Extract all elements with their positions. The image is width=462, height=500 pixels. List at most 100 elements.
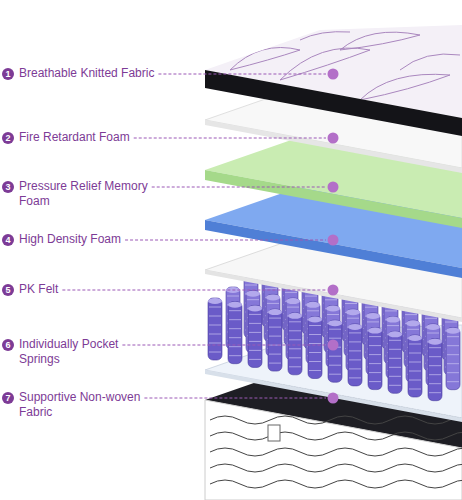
spring-coil [327, 314, 339, 315]
spring-coil [389, 358, 401, 359]
spring-coil [349, 341, 361, 342]
leader-dot [328, 235, 339, 246]
spring-coil [389, 349, 401, 350]
leader-line [152, 187, 326, 188]
spring-cap [306, 302, 320, 308]
leader-line [134, 138, 326, 139]
spring-coil [245, 285, 257, 286]
spring-coil [447, 372, 459, 373]
spring-coil [309, 352, 321, 353]
spring-cap [286, 298, 300, 304]
spring-coil [227, 296, 239, 297]
spring-coil [369, 363, 381, 364]
spring [248, 305, 262, 367]
spring-coil [369, 381, 381, 382]
spring-coil [287, 307, 299, 308]
spring-coil [229, 337, 241, 338]
tag [268, 425, 280, 441]
spring-coil [427, 333, 439, 334]
leader-line [122, 345, 326, 346]
spring-coil [265, 288, 277, 289]
spring [228, 302, 242, 364]
spring [328, 320, 342, 382]
part-name: Breathable Knitted Fabric [19, 66, 161, 81]
spring-cap [366, 313, 380, 319]
spring-coil [447, 336, 459, 337]
spring-cap [268, 309, 282, 315]
spring-coil [269, 363, 281, 364]
spring-coil [447, 345, 459, 346]
spring-coil [249, 341, 261, 342]
spring-coil [309, 361, 321, 362]
spring-coil [385, 310, 397, 311]
spring-coil [387, 325, 399, 326]
spring-coil [305, 296, 317, 297]
spring-coil [349, 332, 361, 333]
spring-coil [229, 328, 241, 329]
base-waves [210, 416, 462, 488]
spring [268, 309, 282, 371]
part-name: Supportive Non-woven Fabric [19, 390, 161, 420]
spring-coil [209, 334, 221, 335]
spring-coil [229, 355, 241, 356]
spring-coil [347, 318, 359, 319]
spring-coil [209, 325, 221, 326]
spring-cap [426, 324, 440, 330]
spring-coil [289, 321, 301, 322]
spring-coil [247, 299, 259, 300]
spring-coil [429, 392, 441, 393]
spring-cap [288, 313, 302, 319]
callout-number: 1 [2, 68, 14, 80]
spring-coil [329, 338, 341, 339]
spring-coil [329, 365, 341, 366]
spring-coil [349, 377, 361, 378]
spring-coil [409, 371, 421, 372]
spring-cap [248, 305, 262, 311]
spring [408, 335, 422, 397]
spring-cap [428, 339, 442, 345]
spring-coil [429, 383, 441, 384]
spring-coil [249, 332, 261, 333]
spring-coil [405, 314, 417, 315]
spring-coil [349, 368, 361, 369]
spring-coil [249, 314, 261, 315]
spring-cap [326, 306, 340, 312]
spring-coil [269, 354, 281, 355]
memory-foam-edge [205, 170, 462, 228]
spring-coil [367, 321, 379, 322]
spring-cap [246, 291, 260, 297]
spring-coil [307, 310, 319, 311]
spring [446, 328, 460, 390]
spring-coil [289, 366, 301, 367]
spring-cap [266, 294, 280, 300]
spring-cap [388, 331, 402, 337]
leader-dot [328, 182, 339, 193]
spring-coil [309, 325, 321, 326]
spring-coil [369, 345, 381, 346]
spring [288, 313, 302, 375]
spring-coil [365, 307, 377, 308]
spring-cap [406, 320, 420, 326]
spring-coil [407, 329, 419, 330]
spring-coil [229, 346, 241, 347]
spring-coil [209, 343, 221, 344]
spring-coil [325, 299, 337, 300]
spring-coil [409, 380, 421, 381]
leader-dot [328, 340, 339, 351]
callout-number: 7 [2, 392, 14, 404]
leader-line [144, 398, 326, 399]
spring-coil [369, 354, 381, 355]
spring-coil [209, 352, 221, 353]
spring-coil [329, 356, 341, 357]
spring-coil [309, 370, 321, 371]
spring-coil [447, 354, 459, 355]
callout-number: 5 [2, 284, 14, 296]
spring-coil [289, 348, 301, 349]
spring-coil [429, 365, 441, 366]
spring-coil [429, 347, 441, 348]
spring-coil [349, 359, 361, 360]
spring-coil [229, 310, 241, 311]
spring-coil [229, 319, 241, 320]
spring-coil [269, 318, 281, 319]
spring-coil [409, 362, 421, 363]
